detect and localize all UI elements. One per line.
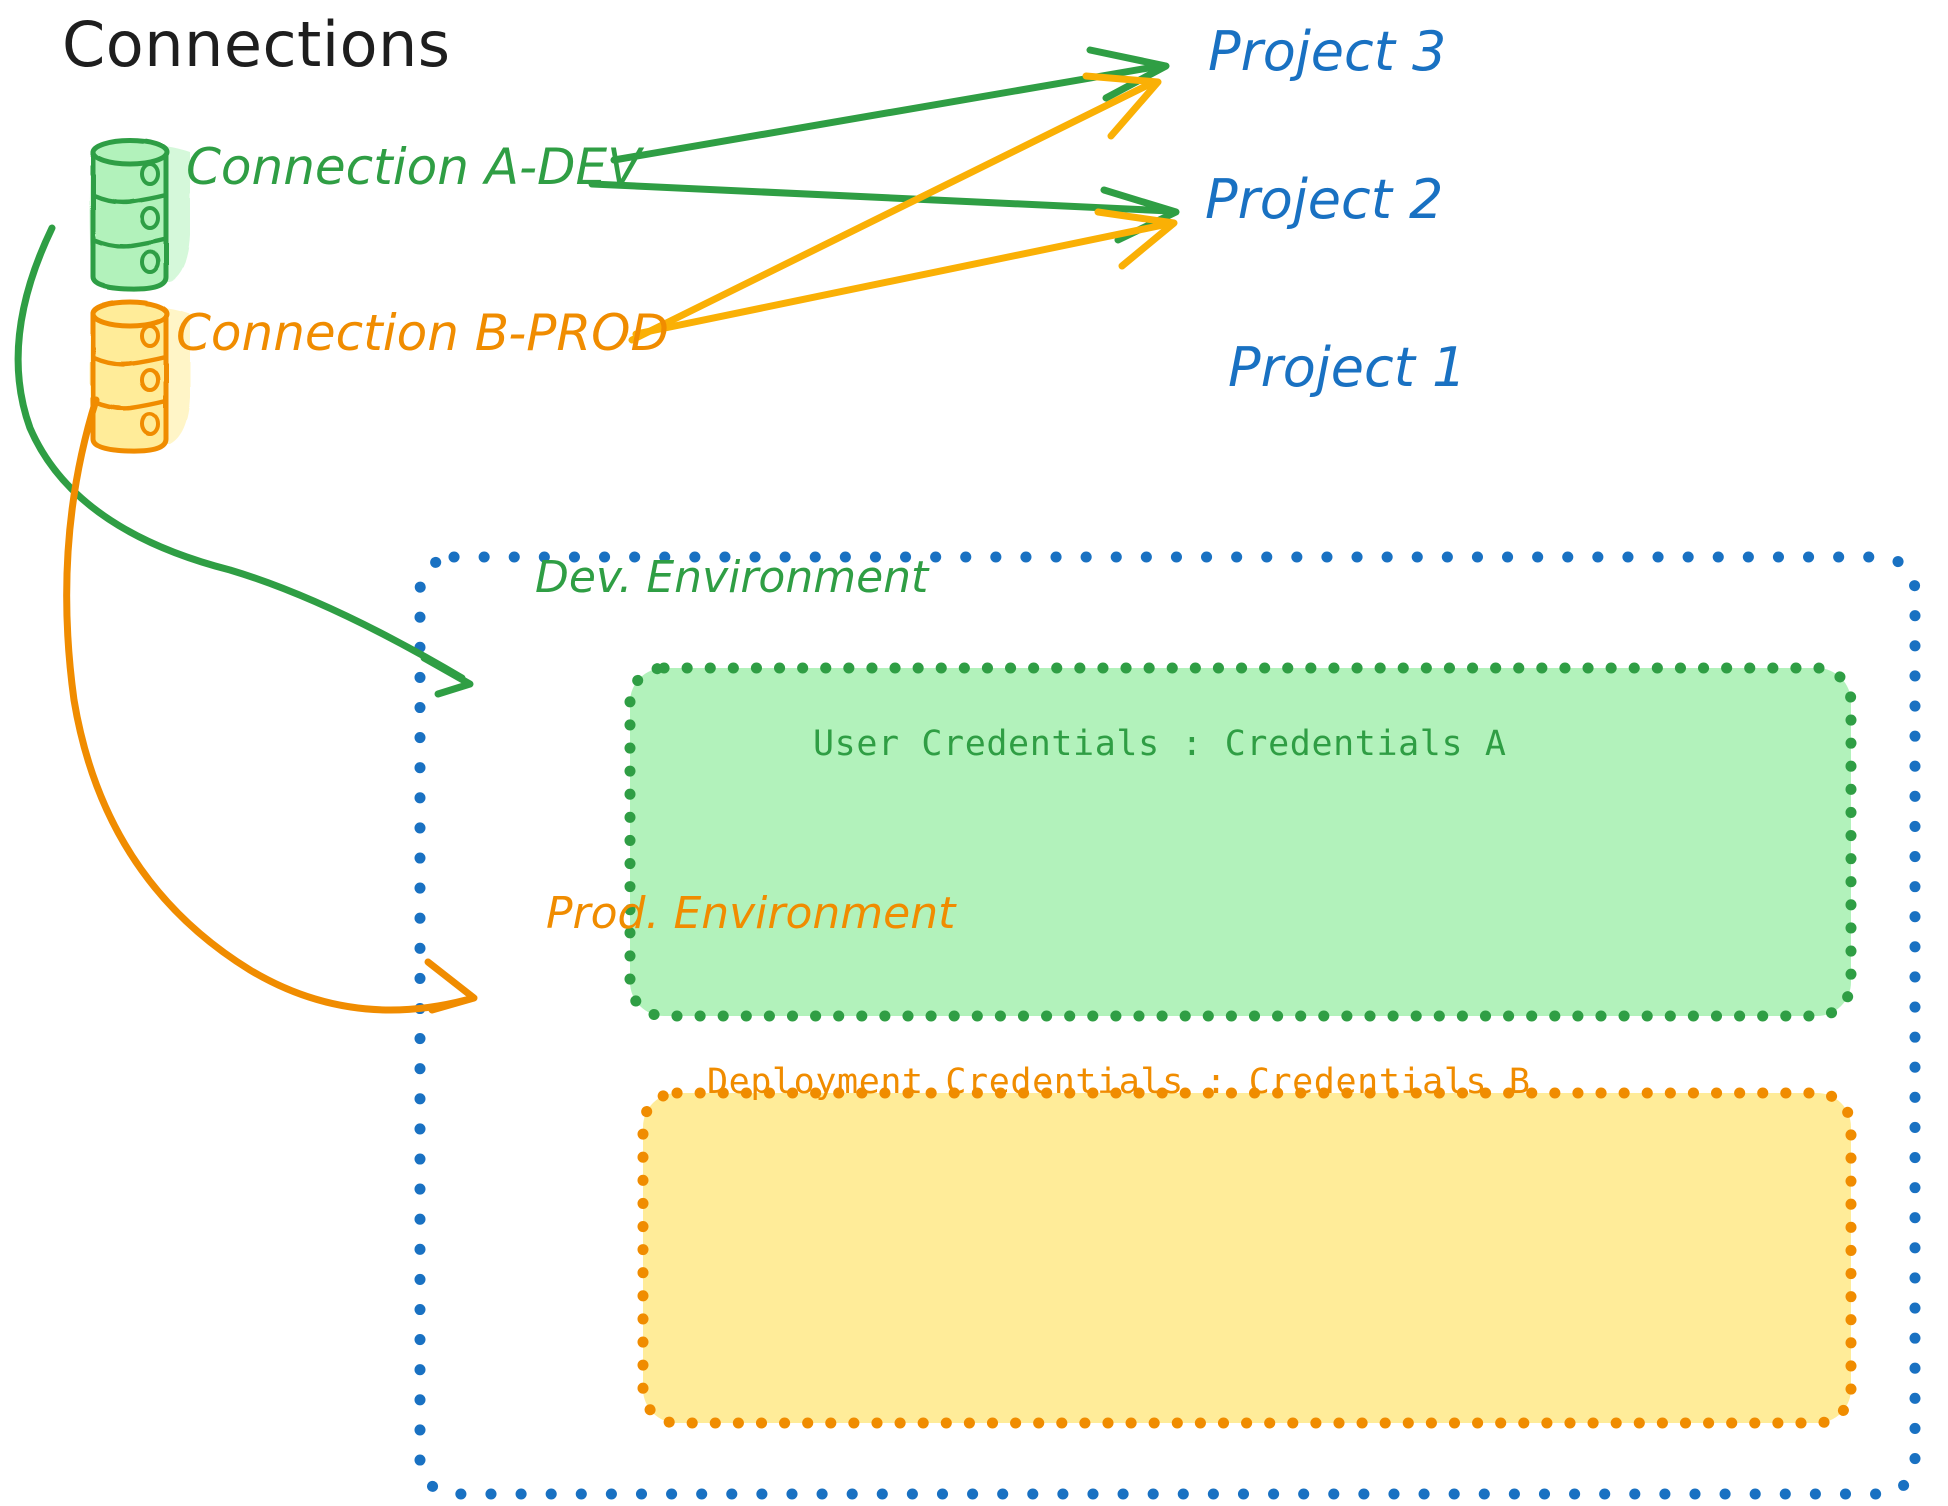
arrow-conn-a-to-dev-environment bbox=[14, 224, 474, 698]
dev-environment-title: Dev. Environment bbox=[535, 552, 929, 603]
arrow-conn-b-to-project-2 bbox=[632, 208, 1178, 338]
project-1-label[interactable]: Project 1 bbox=[1228, 336, 1467, 399]
arrow-conn-b-to-project-3 bbox=[628, 72, 1162, 344]
prod-environment-credentials: Deployment Credentials : Credentials B bbox=[707, 1062, 1531, 1102]
dev-environment-credentials: User Credentials : Credentials A bbox=[813, 724, 1507, 764]
page-title: Connections bbox=[62, 8, 451, 81]
project-3-label[interactable]: Project 3 bbox=[1208, 20, 1447, 83]
connection-b-prod-label[interactable]: Connection B-PROD bbox=[176, 304, 670, 362]
prod-environment-box[interactable] bbox=[637, 1087, 1857, 1429]
database-icon-orange[interactable] bbox=[89, 299, 190, 454]
connection-a-dev-label[interactable]: Connection A-DEV bbox=[186, 138, 642, 196]
project-2-label[interactable]: Project 2 bbox=[1205, 168, 1444, 231]
arrow-conn-a-to-project-3 bbox=[610, 46, 1170, 164]
prod-environment-title: Prod. Environment bbox=[546, 888, 956, 939]
dev-environment-box[interactable] bbox=[624, 662, 1857, 1022]
database-icon-green[interactable] bbox=[89, 137, 190, 292]
arrow-conn-b-to-prod-environment bbox=[63, 396, 478, 1014]
